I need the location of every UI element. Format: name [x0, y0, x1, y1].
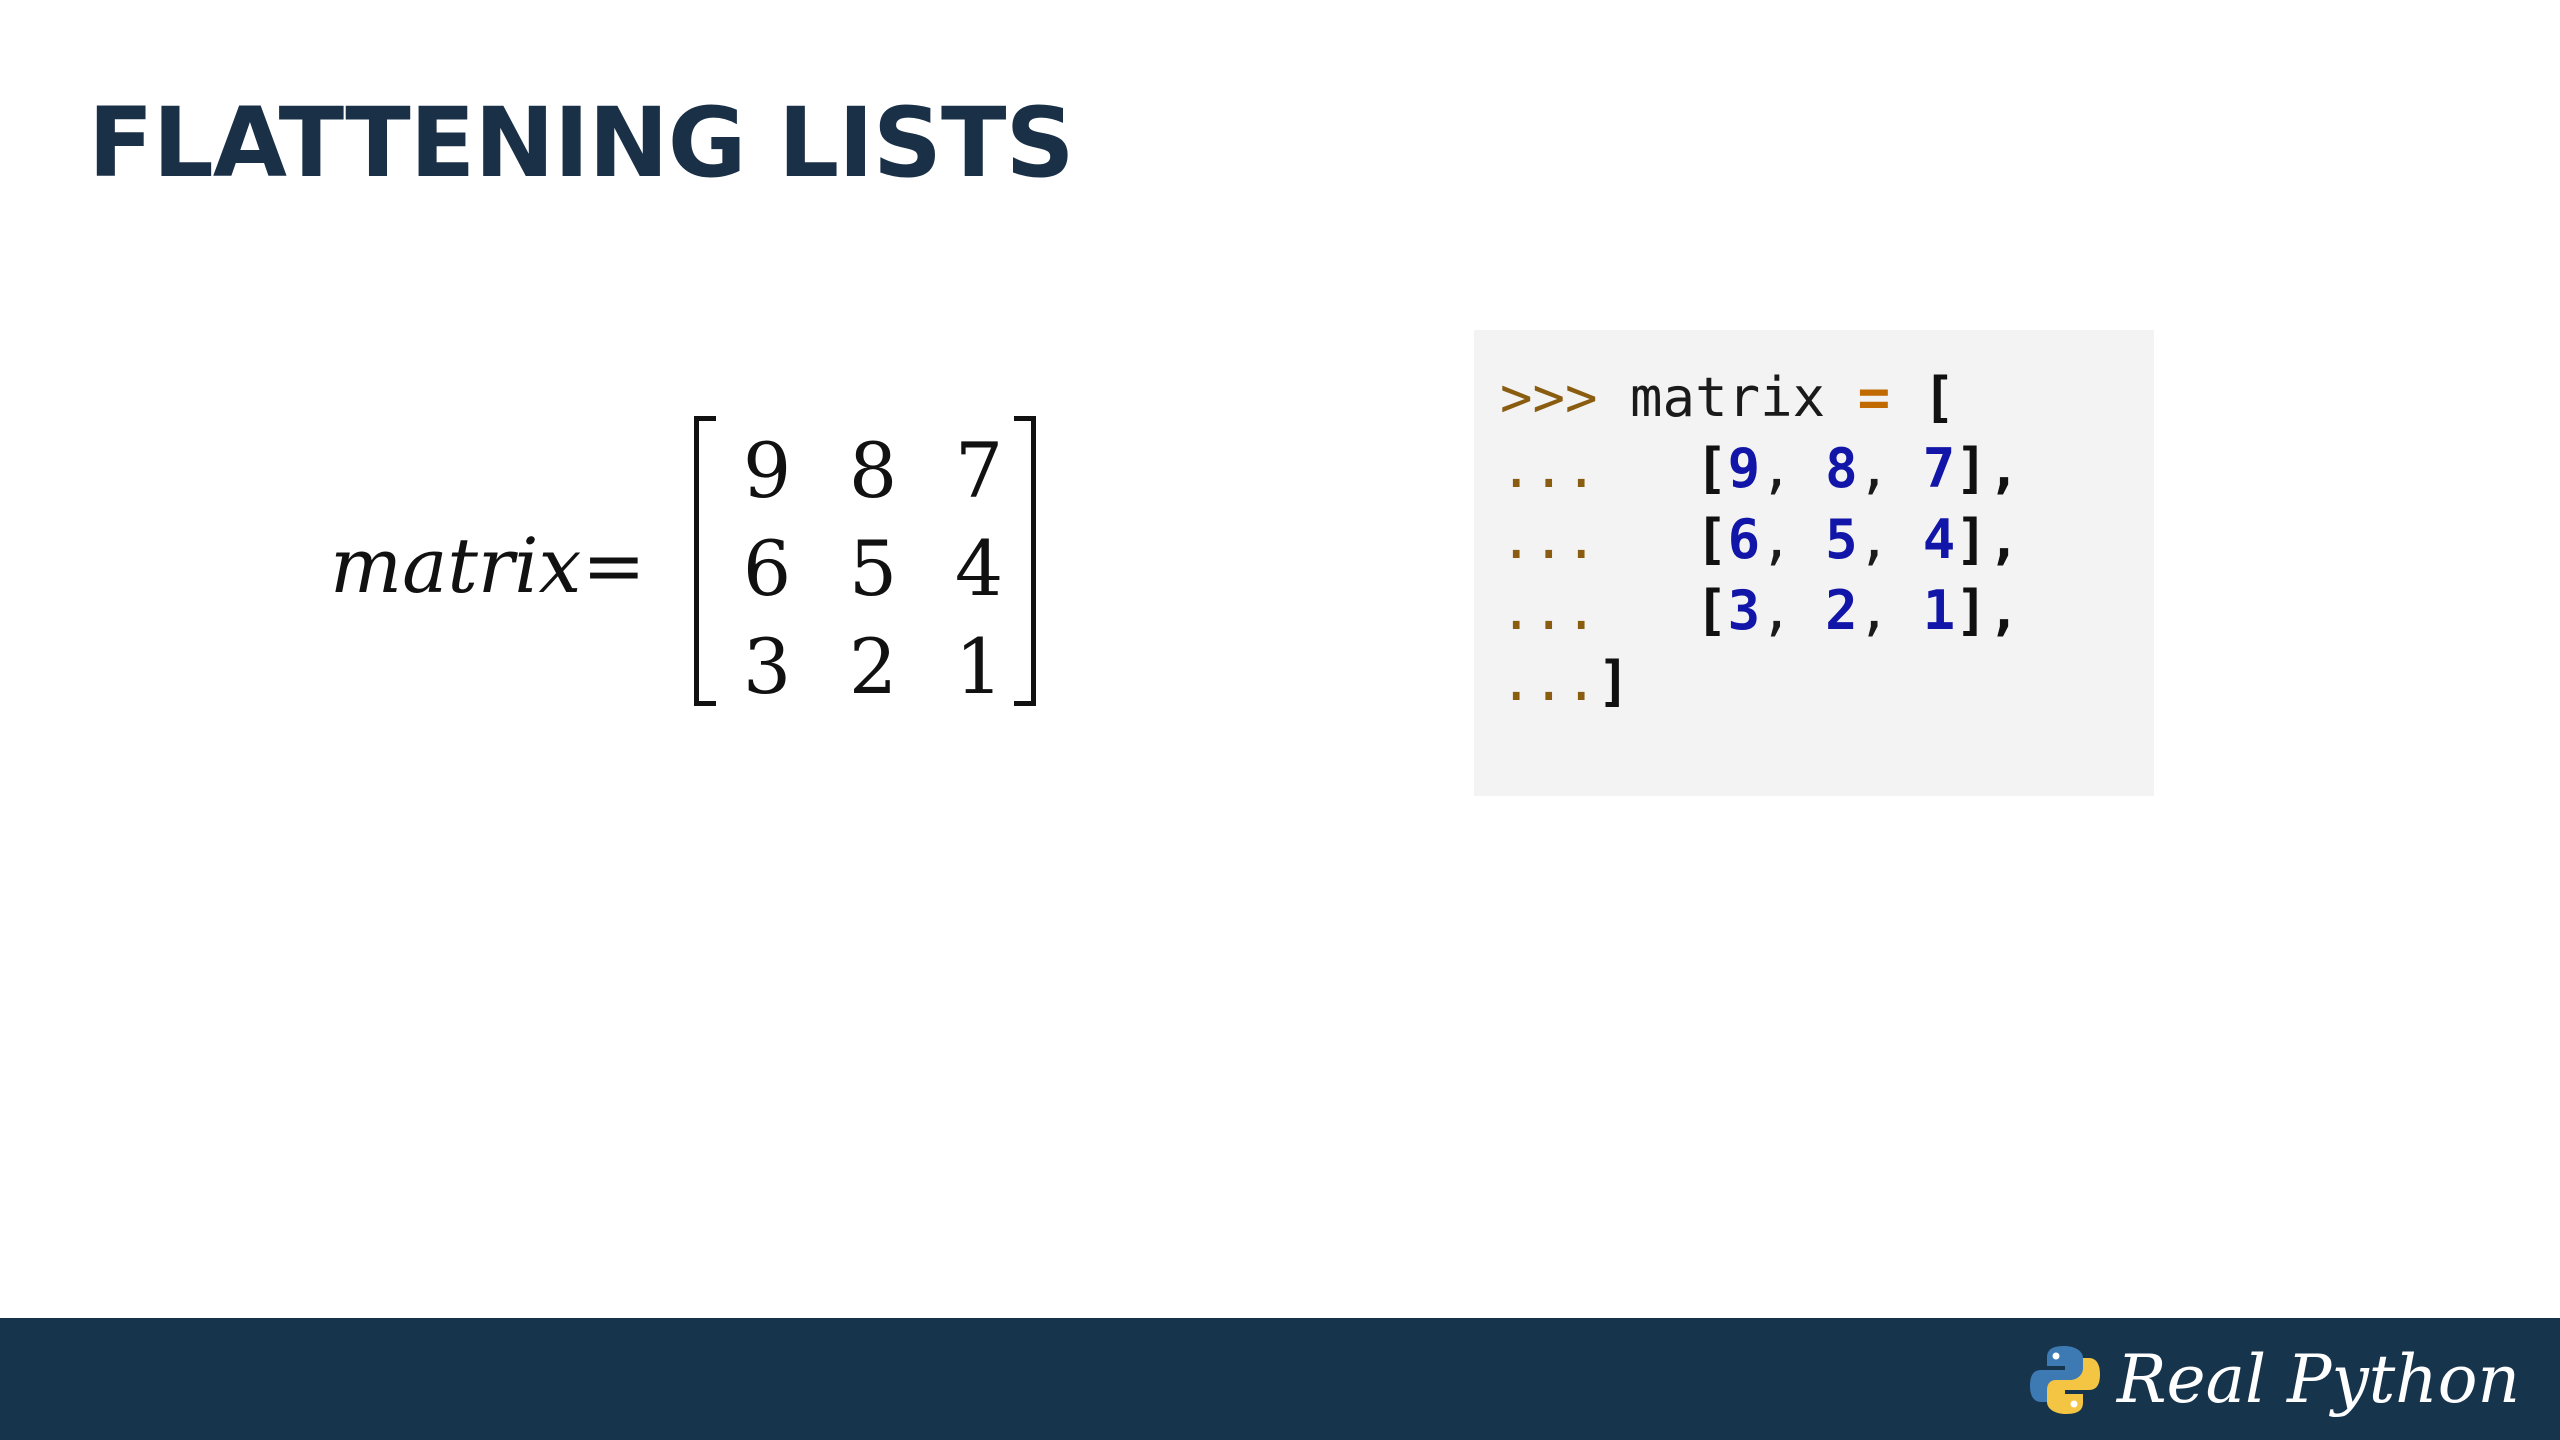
repl-prompt: >>>	[1500, 366, 1631, 429]
code-bracket: [	[1695, 437, 1728, 500]
matrix-cell: 7	[954, 426, 1004, 515]
python-logo-eye	[2070, 1400, 2078, 1408]
code-block: >>> matrix = [ ... [9, 8, 7], ... [6, 5,…	[1474, 330, 2154, 796]
code-line: ... [9, 8, 7],	[1500, 433, 2154, 504]
repl-continuation: ...	[1500, 437, 1696, 500]
right-bracket	[1014, 416, 1036, 706]
code-line: >>> matrix = [	[1500, 362, 2154, 433]
code-operator: =	[1857, 366, 1891, 429]
formula-equals-sign: =	[582, 521, 646, 610]
matrix-cell: 5	[848, 524, 898, 613]
brand: Real Python	[2027, 1338, 2520, 1422]
repl-continuation: ...	[1500, 579, 1696, 642]
matrix-formula: matrix = 9 8 7 6 5 4 3 2 1	[330, 408, 1036, 718]
matrix-cell: 2	[848, 622, 898, 711]
code-bracket: ],	[1955, 508, 2021, 571]
code-bracket: [	[1695, 579, 1728, 642]
code-separator: ,	[1857, 579, 1923, 642]
left-bracket	[694, 416, 716, 706]
repl-continuation: ...	[1500, 650, 1598, 713]
code-number: 7	[1922, 437, 1956, 500]
code-line: ... [6, 5, 4],	[1500, 504, 2154, 575]
code-separator: ,	[1857, 508, 1923, 571]
matrix-cell: 4	[954, 524, 1004, 613]
code-bracket: [	[1695, 508, 1728, 571]
python-logo-icon	[2029, 1346, 2100, 1414]
code-separator: ,	[1760, 437, 1826, 500]
code-bracket: ],	[1955, 437, 2021, 500]
code-bracket: [	[1890, 366, 1956, 429]
code-line: ... [3, 2, 1],	[1500, 575, 2154, 646]
matrix-cell: 6	[742, 524, 792, 613]
code-number: 6	[1727, 508, 1761, 571]
matrix-cell: 9	[742, 426, 792, 515]
code-separator: ,	[1760, 579, 1826, 642]
code-number: 5	[1825, 508, 1858, 571]
code-number: 8	[1825, 437, 1858, 500]
slide-title: FLATTENING LISTS	[88, 87, 1075, 199]
code-number: 1	[1922, 579, 1956, 642]
footer-bar: Real Python	[0, 1318, 2560, 1440]
python-logo-eye	[2052, 1352, 2060, 1360]
formula-variable: matrix	[330, 521, 582, 610]
code-line: ...]	[1500, 646, 2154, 717]
code-number: 2	[1825, 579, 1858, 642]
brand-name: Real Python	[2116, 1341, 2520, 1418]
code-number: 4	[1922, 508, 1956, 571]
matrix-cell: 1	[954, 622, 1004, 711]
code-number: 3	[1727, 579, 1761, 642]
code-number: 9	[1727, 437, 1761, 500]
matrix-cell: 8	[848, 426, 898, 515]
code-separator: ,	[1857, 437, 1923, 500]
matrix-cell: 3	[742, 622, 792, 711]
code-bracket: ],	[1955, 579, 2021, 642]
python-logo-yellow-half	[2046, 1358, 2100, 1414]
matrix-grid: 9 8 7 6 5 4 3 2 1	[714, 422, 1032, 716]
code-separator: ,	[1760, 508, 1826, 571]
code-bracket: ]	[1597, 650, 1631, 713]
code-identifier: matrix	[1630, 366, 1858, 429]
python-logo-blue-half	[2029, 1346, 2083, 1402]
repl-continuation: ...	[1500, 508, 1696, 571]
